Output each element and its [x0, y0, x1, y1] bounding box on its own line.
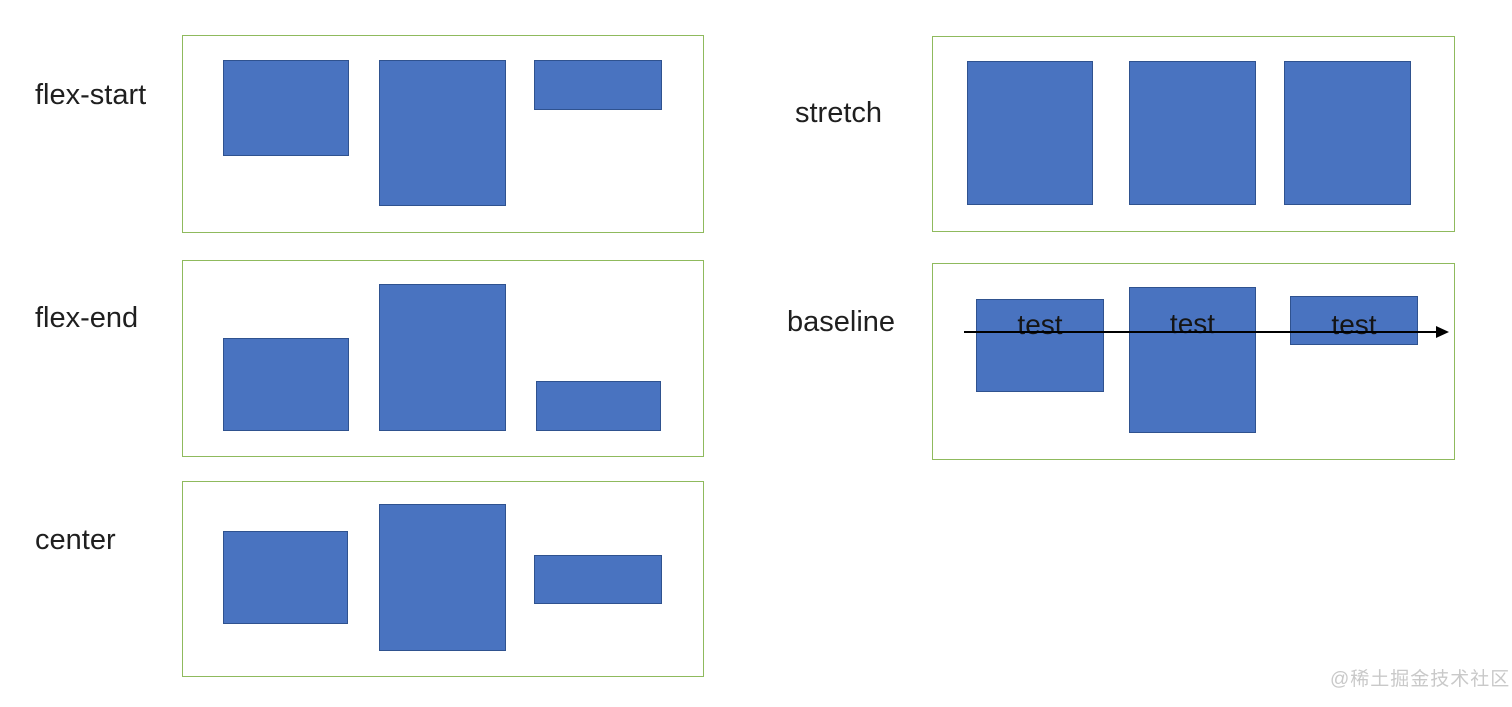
flex-item-box	[536, 381, 661, 431]
flex-item-box	[379, 504, 506, 651]
flex-item-box	[379, 284, 506, 431]
flex-item-box: test	[1290, 296, 1418, 345]
container-center	[182, 481, 704, 677]
flex-item-box	[534, 60, 662, 110]
container-stretch	[932, 36, 1455, 232]
flex-item-text: test	[1331, 309, 1377, 340]
flex-item-text: test	[1169, 308, 1216, 339]
flex-item-box	[223, 338, 349, 431]
label-flex-end: flex-end	[35, 302, 139, 334]
container-flex-end	[182, 260, 704, 457]
container-baseline: test test test	[932, 263, 1455, 460]
flex-item-box	[379, 60, 506, 206]
flex-item-box: test	[976, 299, 1104, 392]
label-flex-start: flex-start	[35, 79, 147, 111]
container-flex-start	[182, 35, 704, 233]
flex-item-box	[1129, 61, 1256, 205]
flex-item-box: test	[1129, 287, 1256, 433]
flex-item-box	[967, 61, 1093, 205]
baseline-arrow-line	[964, 331, 1438, 333]
flex-item-box	[1284, 61, 1411, 205]
baseline-arrow-head	[1436, 326, 1449, 338]
label-stretch: stretch	[795, 97, 883, 129]
label-baseline: baseline	[787, 306, 896, 338]
flex-item-text: test	[1017, 309, 1063, 340]
watermark: @稀土掘金技术社区	[1330, 669, 1511, 690]
label-center: center	[35, 524, 116, 556]
flex-item-box	[223, 60, 349, 156]
flex-item-box	[534, 555, 662, 604]
flex-item-box	[223, 531, 348, 624]
